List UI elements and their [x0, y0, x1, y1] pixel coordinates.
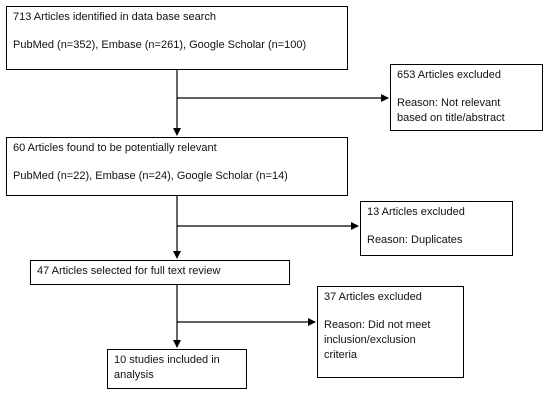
full-text-title: 47 Articles selected for full text revie…	[37, 265, 221, 277]
relevant-title: 60 Articles found to be potentially rele…	[13, 142, 217, 154]
box-relevant: 60 Articles found to be potentially rele…	[6, 137, 348, 196]
excluded-3-reason-line2: inclusion/exclusion	[324, 334, 416, 346]
excluded-2-title: 13 Articles excluded	[367, 206, 465, 218]
included-title-line1: 10 studies included in	[114, 354, 220, 366]
identified-title: 713 Articles identified in data base sea…	[13, 11, 217, 23]
box-excluded-3: 37 Articles excluded Reason: Did not mee…	[317, 286, 464, 378]
included-title-line2: analysis	[114, 369, 154, 381]
excluded-3-reason-line1: Reason: Did not meet	[324, 319, 431, 331]
identified-detail: PubMed (n=352), Embase (n=261), Google S…	[13, 39, 307, 51]
excluded-2-reason-line1: Reason: Duplicates	[367, 234, 463, 246]
box-full-text: 47 Articles selected for full text revie…	[30, 260, 290, 285]
box-excluded-1: 653 Articles excluded Reason: Not releva…	[390, 64, 543, 131]
box-identified: 713 Articles identified in data base sea…	[6, 6, 348, 70]
relevant-detail: PubMed (n=22), Embase (n=24), Google Sch…	[13, 170, 288, 182]
excluded-3-reason-line3: criteria	[324, 349, 358, 361]
box-excluded-2: 13 Articles excluded Reason: Duplicates	[360, 201, 513, 256]
excluded-3-title: 37 Articles excluded	[324, 291, 422, 303]
excluded-1-reason-line2: based on title/abstract	[397, 112, 505, 124]
box-included: 10 studies included in analysis	[107, 349, 247, 389]
excluded-1-reason-line1: Reason: Not relevant	[397, 97, 501, 109]
excluded-1-title: 653 Articles excluded	[397, 69, 501, 81]
